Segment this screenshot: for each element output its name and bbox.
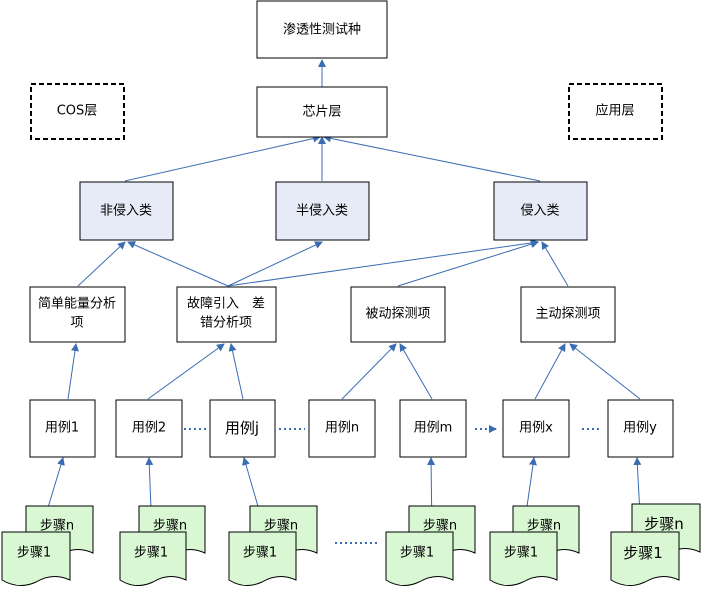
active-probing-node: 主动探测项 [520,286,616,343]
step-1-label: 步骤1 [243,546,277,561]
step-n-label: 步骤n [264,519,298,534]
case-label: 用例1 [45,421,79,436]
steps-case-j: 步骤n 步骤1 [228,505,318,586]
step-n-label: 步骤n [644,515,684,533]
step-n-label: 步骤n [527,519,561,534]
ellipsis-connectors [184,425,600,544]
step-n-label: 步骤n [40,519,74,534]
fault-injection-label-1: 故障引入 差 [187,297,265,312]
case-1: 用例1 [29,399,96,458]
steps-case-x: 步骤n 步骤1 [489,505,580,586]
app-label: 应用层 [595,103,634,119]
step-1-label: 步骤1 [17,546,51,561]
case-m: 用例m [399,399,467,458]
top-label: 渗透性测试种 [283,23,361,38]
steps-case-m: 步骤n 步骤1 [385,505,476,586]
passive-probing-label: 被动探测项 [365,307,430,322]
fault-injection-node: 故障引入 差 错分析项 [176,286,277,343]
semi-invasive-label: 半侵入类 [296,203,348,219]
steps-case-2: 步骤n 步骤1 [119,505,206,586]
chip-layer-node: 芯片层 [256,86,388,138]
passive-probing-node: 被动探测项 [350,286,446,343]
steps-case-y: 步骤n 步骤1 [610,503,701,586]
step-1-label: 步骤1 [134,546,168,561]
connectors [39,59,642,535]
cos-label: COS层 [57,104,98,119]
invasive-node: 侵入类 [493,181,588,241]
case-j: 用例j [209,399,276,458]
case-x: 用例x [502,399,570,458]
power-analysis-label-2: 项 [70,316,83,331]
fault-injection-label-2: 错分析项 [200,316,252,331]
cos-layer-node: COS层 [30,83,125,140]
invasive-label: 侵入类 [520,203,559,219]
power-analysis-label-1: 简单能量分析 [38,296,116,312]
case-2: 用例2 [115,399,183,458]
top-node: 渗透性测试种 [256,0,388,59]
step-1-label: 步骤1 [400,546,434,561]
case-n: 用例n [308,399,376,458]
non-invasive-label: 非侵入类 [100,203,152,219]
case-label: 用例m [414,421,453,436]
chip-label: 芯片层 [302,105,341,120]
step-n-label: 步骤n [153,519,187,534]
case-label: 用例j [225,419,259,437]
step-1-label: 步骤1 [504,546,538,561]
app-layer-node: 应用层 [568,83,663,140]
case-y: 用例y [607,399,674,458]
case-label: 用例2 [132,421,166,436]
case-label: 用例n [325,421,359,436]
step-n-label: 步骤n [423,519,457,534]
case-label: 用例x [519,421,553,436]
non-invasive-node: 非侵入类 [79,181,174,241]
steps-case-1: 步骤n 步骤1 [1,505,94,586]
power-analysis-node: 简单能量分析 项 [29,286,126,343]
case-label: 用例y [623,421,657,436]
semi-invasive-node: 半侵入类 [275,181,370,241]
active-probing-label: 主动探测项 [535,307,600,322]
step-1-label: 步骤1 [623,544,663,562]
